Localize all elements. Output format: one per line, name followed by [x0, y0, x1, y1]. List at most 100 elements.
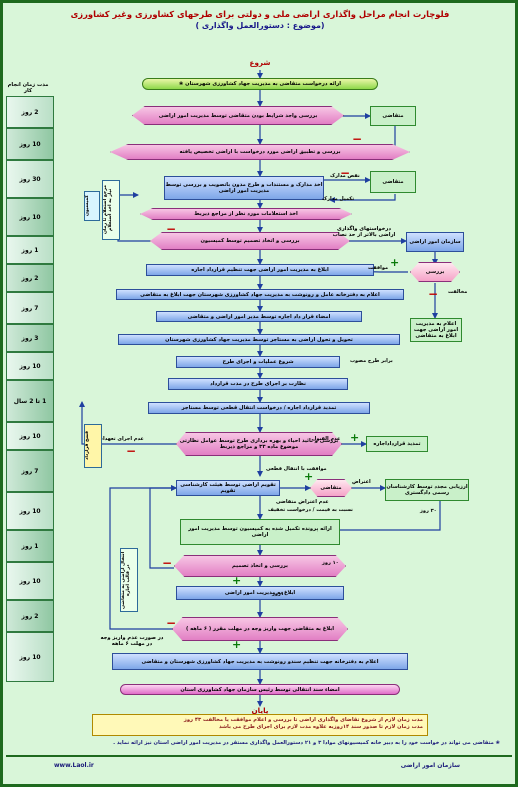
left-box-lease-transfer: انتقال اراضی به متقاضی در قالب اجاره — [120, 548, 138, 612]
timeline-cell: 1 تا 2 سال — [6, 380, 54, 422]
minus-marker: − — [166, 616, 177, 630]
commitments-label: عدم اجرای تعهدات — [98, 436, 144, 442]
lack-docs-label: نقص مدارک — [330, 173, 360, 179]
step-notify-lease: ابلاغ به مدیریت امور اراضی جهت تنظیم قرا… — [146, 264, 374, 276]
agree-transfer-label: موافقت با انتقال قطعی — [266, 466, 327, 472]
start-label: شروع — [249, 58, 271, 67]
decision-eligibility-text: بررسی واجد شرایط بودن متقاضی توسط مدیریت… — [158, 112, 318, 119]
timeline-cell: 10 روز — [6, 352, 54, 380]
step-extend-transfer: تمدید قرارداد اجاره / درخواست انتقال قطع… — [148, 402, 370, 414]
applicant-hex: متقاضی — [310, 479, 352, 497]
days30-label: ۳۰ روز — [420, 508, 437, 514]
step-handover: تحویل و تحول اراضی به مستاجر توسط مدیریت… — [118, 334, 400, 345]
decision-final-text: بررسی و اتخاذ تصمیم — [232, 563, 288, 569]
non-pay-label: در صورت عدم واریز وجه در مهلت ۶ ماهه — [100, 635, 164, 647]
decision-final: بررسی و اتخاذ تصمیم — [174, 555, 346, 577]
timeline-cell: 10 روز — [6, 632, 54, 682]
minus-marker: − — [162, 556, 173, 570]
step-inquiries-text: اخذ استعلامات مورد نظر از مراجع ذیربط — [194, 211, 298, 217]
step-valuation-text: تقویم اراضی توسط هیئت کارشناسی تقویم — [180, 482, 276, 494]
days1-label: ۱روز — [272, 591, 284, 597]
timeline-cell: 10 روز — [6, 198, 54, 236]
land-org-box: سازمان امور اراضی — [406, 232, 464, 252]
step-collect-docs-text: اخذ مدارک و مستندات و طرح مدون باتصویب و… — [165, 182, 323, 194]
step-file-commission: ارائه پرونده تکمیل شده به کمیسیون توسط م… — [180, 519, 340, 545]
decision-verify-project: بررسی و تائید احیاء و بهره برداری طرح تو… — [176, 432, 342, 456]
non-accept-label: عدم القبول — [312, 436, 341, 442]
decision-land-match-text: بررسی و تطبیق اراضی مورد درخواست با اراض… — [179, 149, 341, 155]
timeline-cell: 1 روز — [6, 530, 54, 562]
agree-label: موافقت — [368, 265, 389, 271]
left-box-cancel: فسخ قرارداد — [84, 424, 102, 468]
timeline-cell: 10 روز — [6, 422, 54, 450]
step-deed-notary-text: اعلام به دفترخانه جهت تنظیم سندو رونوشت … — [141, 658, 379, 665]
decision-verify-project-text: بررسی و تائید احیاء و بهره برداری طرح تو… — [179, 438, 339, 450]
minus-marker: − — [428, 287, 439, 301]
step-notify-land-mgmt: ابلاغ به مدیریت امور اراضی — [176, 586, 344, 600]
timeline-cell: 7 روز — [6, 450, 54, 492]
extend-lease-text: تمدید قرارداداجاره — [373, 441, 421, 447]
left-box-commission: کمیسیون — [84, 191, 100, 221]
decision-payment: ابلاغ به متقاضی جهت واریز وجه در مهلت مق… — [172, 617, 348, 641]
minus-marker: − — [126, 444, 137, 458]
step-start-ops-text: شروع عملیات و اجرای طرح — [222, 359, 294, 365]
step-supervision-text: نظارت بر اجرای طرح در مدت قرارداد — [210, 381, 306, 387]
plus-marker: + — [390, 256, 400, 269]
applicant-hex-text: متقاضی — [320, 485, 342, 491]
disagree-label: مخالفت — [448, 289, 468, 295]
step-sign-deed-text: امضاء سند انتقالی توسط رئیس سازمان جهاد … — [180, 686, 340, 693]
footer-divider — [6, 755, 512, 757]
timeline-header: مدت زمان انجام کار — [7, 82, 49, 94]
note-line-3: ❀ متقاضی می تواند در خواست خود را به دبی… — [113, 740, 500, 746]
plus-marker: + — [232, 638, 242, 651]
left-box-cancel-text: فسخ قرارداد — [85, 431, 90, 461]
timeline-cell: 2 روز — [6, 600, 54, 632]
timeline-cell: 2 روز — [6, 264, 54, 292]
step-notary-text: اعلام به دفترخانه عامل و رونوشت به مدیری… — [140, 291, 380, 298]
step-notify-lease-text: ابلاغ به مدیریت امور اراضی جهت تنظیم قرا… — [191, 267, 329, 273]
step-supervision: نظارت بر اجرای طرح در مدت قرارداد — [168, 378, 348, 390]
applicant-box-a-text: متقاضی — [382, 113, 404, 119]
decision-eligibility: بررسی واجد شرایط بودن متقاضی توسط مدیریت… — [132, 106, 344, 125]
decision-payment-text: ابلاغ به متقاضی جهت واریز وجه در مهلت مق… — [185, 626, 335, 632]
note-line-1: مدت زمان لازم از شروع تقاضای واگذاری ارا… — [183, 717, 423, 723]
review-box: بررسی — [410, 262, 460, 282]
left-box-inquiry: مرجع استعلام تا زمان نیاز به اخذ استعلام — [102, 180, 120, 240]
timeline-cell: 1 روز — [6, 236, 54, 264]
notify-land-text: اعلام به مدیریت امور اراضی جهت ابلاغ به … — [413, 321, 459, 339]
complete-docs-label: تکمیل مدارک — [322, 196, 355, 202]
applicant-box-b: متقاضی — [370, 171, 416, 193]
step-notify-land-mgmt-text: ابلاغ به مدیریت امور اراضی — [224, 590, 296, 596]
minus-marker: − — [166, 222, 177, 236]
page-title: فلوچارت انجام مراحل واگذاری اراضی ملی و … — [70, 9, 450, 19]
step-sign-lease-text: امضاء قرار داد اجاره توسط مدیر امور اراض… — [187, 313, 331, 320]
plus-marker: + — [232, 574, 242, 587]
timeline-cell: 3 روز — [6, 324, 54, 352]
step-deed-notary: اعلام به دفترخانه جهت تنظیم سندو رونوشت … — [112, 653, 408, 670]
step-request: ارائه درخواست متقاضی به مدیریت جهاد کشاو… — [142, 78, 378, 90]
decision-land-match: بررسی و تطبیق اراضی مورد درخواست با اراض… — [110, 144, 410, 160]
step-extend-transfer-text: تمدید قرارداد اجاره / درخواست انتقال قطع… — [181, 405, 337, 411]
notify-land-box: اعلام به مدیریت امور اراضی جهت ابلاغ به … — [410, 318, 462, 342]
over-quota-label: درخواستهای واگذاری اراضی بالاتر از حد نص… — [332, 226, 396, 238]
notes-box: مدت زمان لازم از شروع تقاضای واگذاری ارا… — [92, 714, 428, 736]
step-valuation: تقویم اراضی توسط هیئت کارشناسی تقویم — [176, 480, 280, 496]
note-line-2: مدت زمان لازم تا صدور سند ۱۴روزبه علاوه … — [218, 723, 423, 730]
applicant-box-a: متقاضی — [370, 106, 416, 126]
left-box-commission-text: کمیسیون — [85, 195, 90, 217]
days10-label: ۱۰ روز — [322, 560, 339, 566]
expert-review-text: ارزیابی مجدد توسط کارشناسان رسمی دادگستر… — [386, 484, 468, 496]
decision-commission-text: بررسی و اتخاذ تصمیم توسط کمیسیون — [200, 238, 300, 244]
extend-lease-box: تمدید قرارداداجاره — [366, 436, 428, 452]
end-label: پایان — [251, 706, 269, 715]
timeline-cell: 10 روز — [6, 562, 54, 600]
left-box-inquiry-text: مرجع استعلام تا زمان نیاز به اخذ استعلام — [103, 185, 113, 235]
step-sign-lease: امضاء قرار داد اجاره توسط مدیر امور اراض… — [156, 311, 362, 322]
step-start-ops: شروع عملیات و اجرای طرح — [176, 356, 340, 368]
step-notary: اعلام به دفترخانه عامل و رونوشت به مدیری… — [116, 289, 404, 300]
step-sign-deed: امضاء سند انتقالی توسط رئیس سازمان جهاد … — [120, 684, 400, 695]
plus-marker: + — [304, 470, 314, 483]
minus-marker: − — [340, 166, 351, 180]
website-link[interactable]: www.Laol.ir — [54, 762, 94, 769]
